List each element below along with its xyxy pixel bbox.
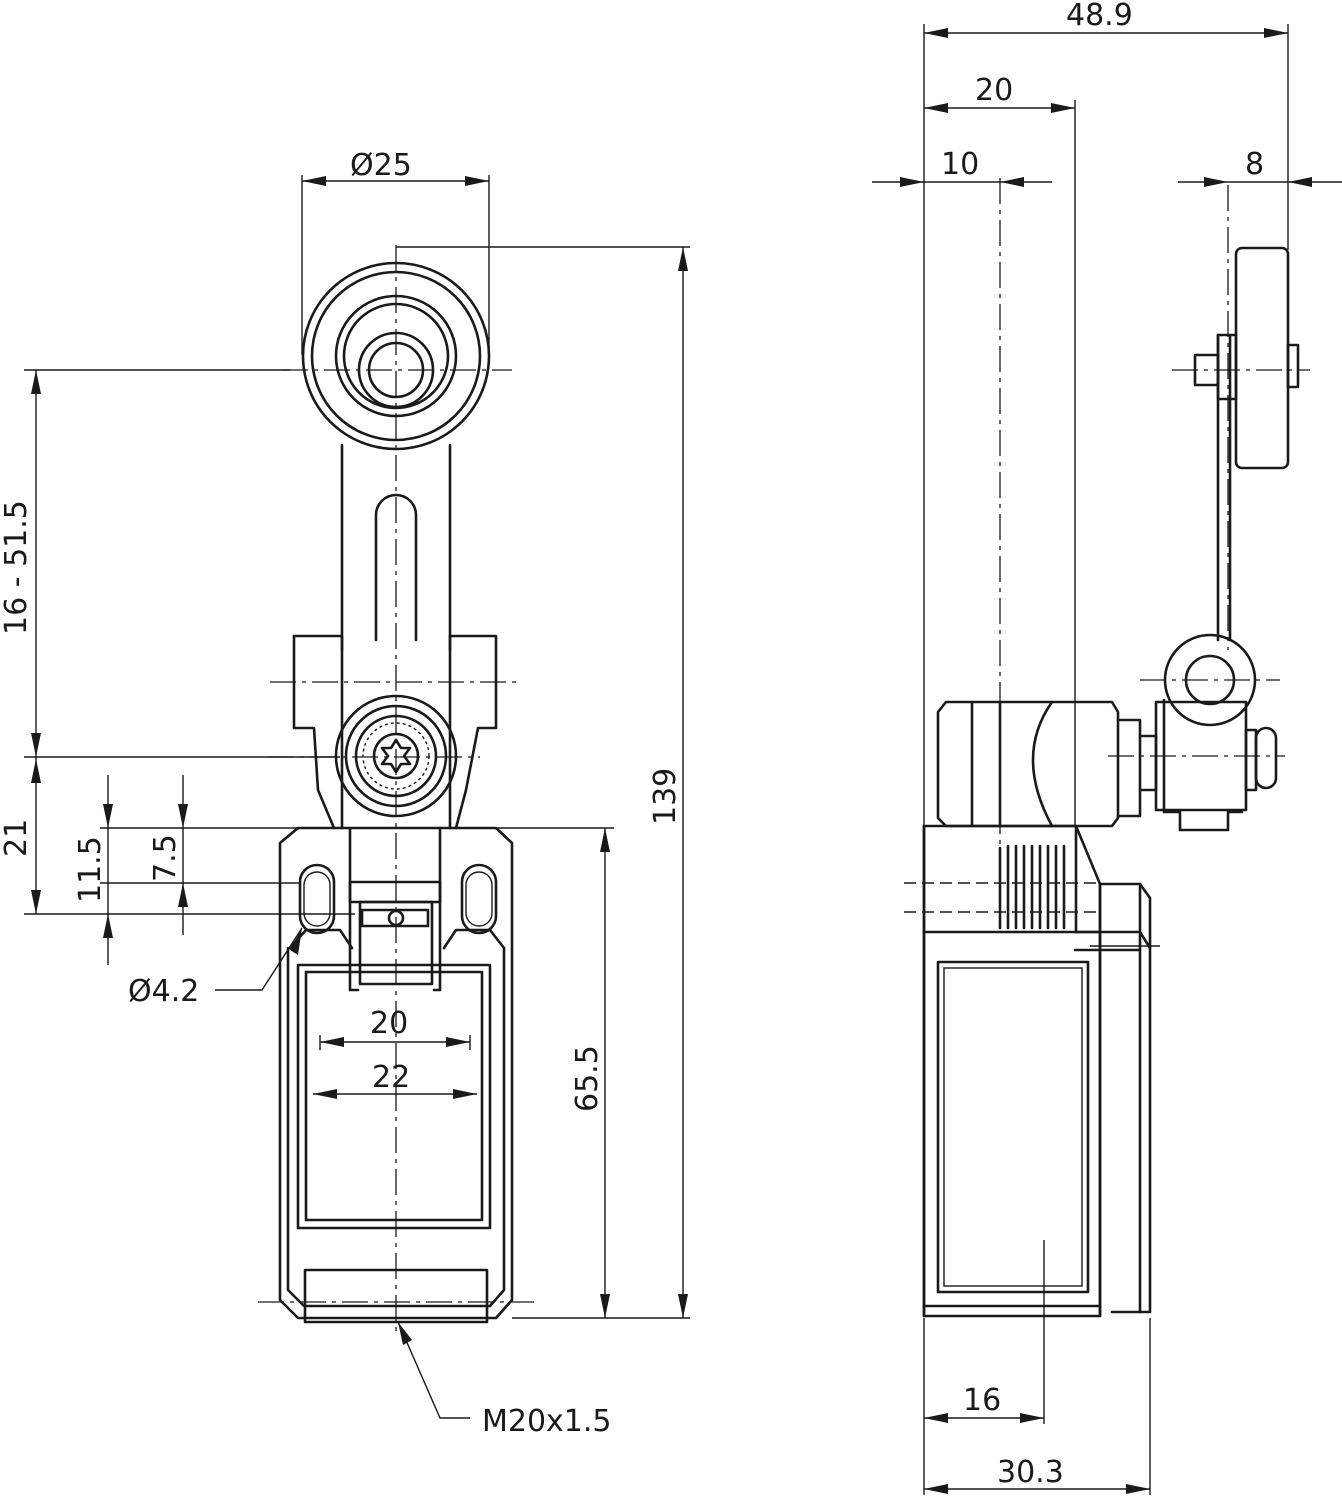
dimension-lines-front — [31, 176, 688, 1419]
dim-body-offset: 16 — [963, 1383, 1001, 1418]
dimension-labels-front: Ø25 16 - 51.5 139 21 11.5 7.5 Ø4.2 65.5 … — [0, 148, 683, 1439]
dim-thread: M20x1.5 — [482, 1404, 612, 1439]
dim-hole-offset: 7.5 — [148, 834, 183, 882]
dim-axis-offset: 10 — [941, 147, 979, 182]
dim-hole-spacing: 11.5 — [73, 836, 108, 903]
lever-roller-side — [1193, 246, 1300, 642]
centerlines-side — [904, 178, 1310, 947]
front-view: Ø25 16 - 51.5 139 21 11.5 7.5 Ø4.2 65.5 … — [0, 148, 690, 1439]
actuator-head-front — [292, 634, 498, 830]
dim-roller-diameter: Ø25 — [350, 148, 412, 183]
extension-lines-side — [923, 24, 1289, 1495]
dim-head-offset: 21 — [0, 819, 34, 857]
dim-body-depth: 30.3 — [997, 1455, 1064, 1490]
dim-body-height: 65.5 — [570, 1045, 605, 1112]
actuator-head-side — [936, 633, 1278, 832]
dim-arm-depth: 20 — [975, 73, 1013, 108]
extension-lines-front — [24, 175, 690, 1319]
dim-roller-width: 8 — [1245, 147, 1264, 182]
lever-arm-front — [340, 443, 452, 652]
dim-hole-diameter: Ø4.2 — [128, 974, 199, 1009]
dimension-lines-side — [872, 28, 1342, 1494]
dim-overall-depth: 48.9 — [1066, 0, 1133, 33]
dim-overall-height: 139 — [648, 768, 683, 825]
housing-side — [922, 824, 1152, 1318]
side-view: 48.9 20 10 8 16 30.3 — [872, 0, 1342, 1495]
dim-arm-adjust-range: 16 - 51.5 — [0, 500, 34, 635]
dimension-labels-side: 48.9 20 10 8 16 30.3 — [941, 0, 1264, 1490]
dim-inner-width-20: 20 — [370, 1006, 408, 1041]
dim-inner-width-22: 22 — [372, 1060, 410, 1095]
